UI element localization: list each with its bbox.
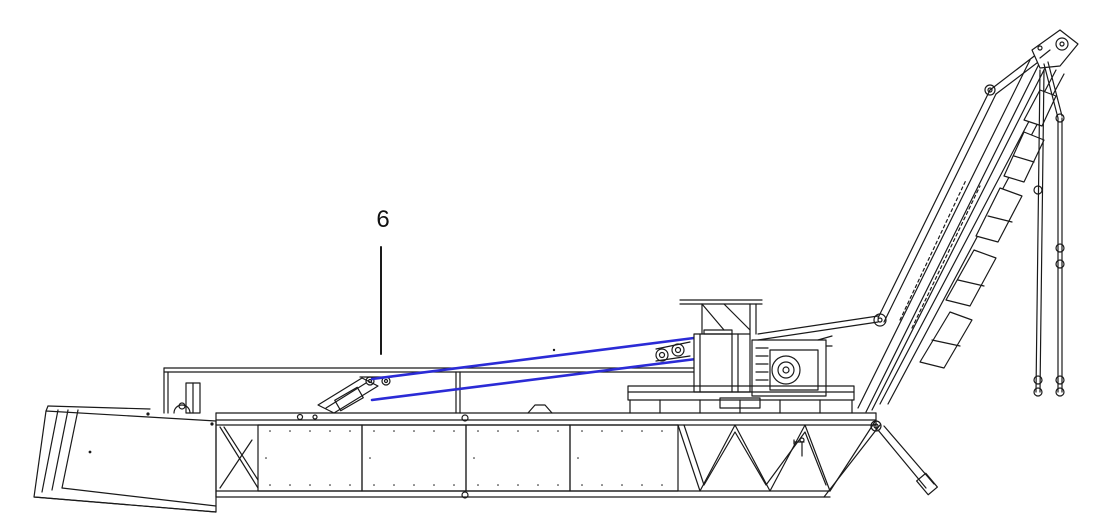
highlighted-cables xyxy=(370,336,698,402)
small-details xyxy=(552,348,805,457)
hinge-joints xyxy=(296,404,805,499)
top-bracket xyxy=(679,299,763,335)
hanging-rods xyxy=(1033,61,1065,397)
upper-frame xyxy=(163,367,701,414)
side-panels xyxy=(257,424,679,492)
front-hopper xyxy=(33,405,217,513)
callout-label: 6 xyxy=(376,206,390,233)
drive-unit xyxy=(627,329,855,414)
boom-head xyxy=(1031,29,1079,69)
hydraulic-leg xyxy=(870,420,938,496)
inclined-boom xyxy=(757,43,1065,413)
pivot-arm xyxy=(317,376,393,414)
